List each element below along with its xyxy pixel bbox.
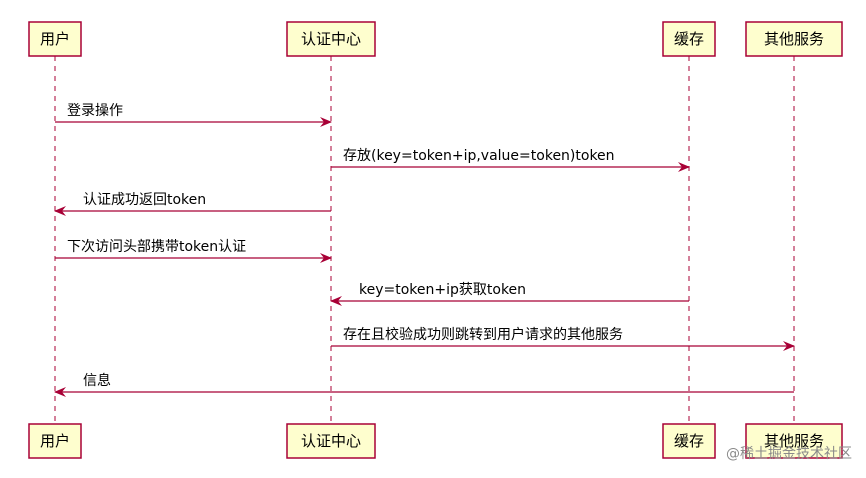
participant-label: 用户 — [40, 30, 70, 48]
participant-box — [286, 21, 376, 57]
message-label: 存在且校验成功则跳转到用户请求的其他服务 — [343, 326, 623, 343]
message-5: key=token+ip获取token — [330, 282, 689, 306]
participant-label: 其他服务 — [764, 30, 824, 48]
message-label: 存放(key=token+ip,value=token)token — [343, 148, 615, 164]
message-label: 登录操作 — [67, 103, 123, 119]
message-6: 存在且校验成功则跳转到用户请求的其他服务 — [331, 326, 795, 351]
participant-label: 认证中心 — [301, 432, 361, 450]
participant-auth-top: 认证中心 — [286, 21, 376, 57]
message-7: 信息 — [54, 372, 794, 397]
message-2: 存放(key=token+ip,value=token)token — [331, 148, 690, 172]
participant-cache-top: 缓存 — [662, 21, 716, 57]
watermark-text: @稀土掘金技术社区 — [726, 446, 852, 462]
participant-box — [662, 21, 716, 57]
participant-box — [286, 423, 376, 459]
participant-svc-bottom: 其他服务 — [745, 423, 843, 459]
participant-label: 其他服务 — [764, 432, 824, 450]
participant-cache-bottom: 缓存 — [662, 423, 716, 459]
message-label: 信息 — [83, 372, 111, 389]
participant-user-bottom: 用户 — [28, 423, 82, 459]
participant-label: 缓存 — [674, 432, 704, 450]
participant-user-top: 用户 — [28, 21, 82, 57]
message-label: 认证成功返回token — [83, 192, 206, 208]
message-1: 登录操作 — [55, 103, 332, 127]
participant-label: 认证中心 — [301, 30, 361, 48]
participant-box — [28, 423, 82, 459]
message-label: key=token+ip获取token — [359, 282, 526, 298]
participant-label: 用户 — [40, 432, 70, 450]
participant-box — [745, 423, 843, 459]
participant-box — [745, 21, 843, 57]
participant-auth-bottom: 认证中心 — [286, 423, 376, 459]
participant-box — [28, 21, 82, 57]
message-label: 下次访问头部携带token认证 — [67, 239, 246, 255]
message-4: 下次访问头部携带token认证 — [55, 239, 332, 263]
participant-svc-top: 其他服务 — [745, 21, 843, 57]
message-3: 认证成功返回token — [54, 192, 331, 216]
participant-box — [662, 423, 716, 459]
participant-label: 缓存 — [674, 30, 704, 48]
